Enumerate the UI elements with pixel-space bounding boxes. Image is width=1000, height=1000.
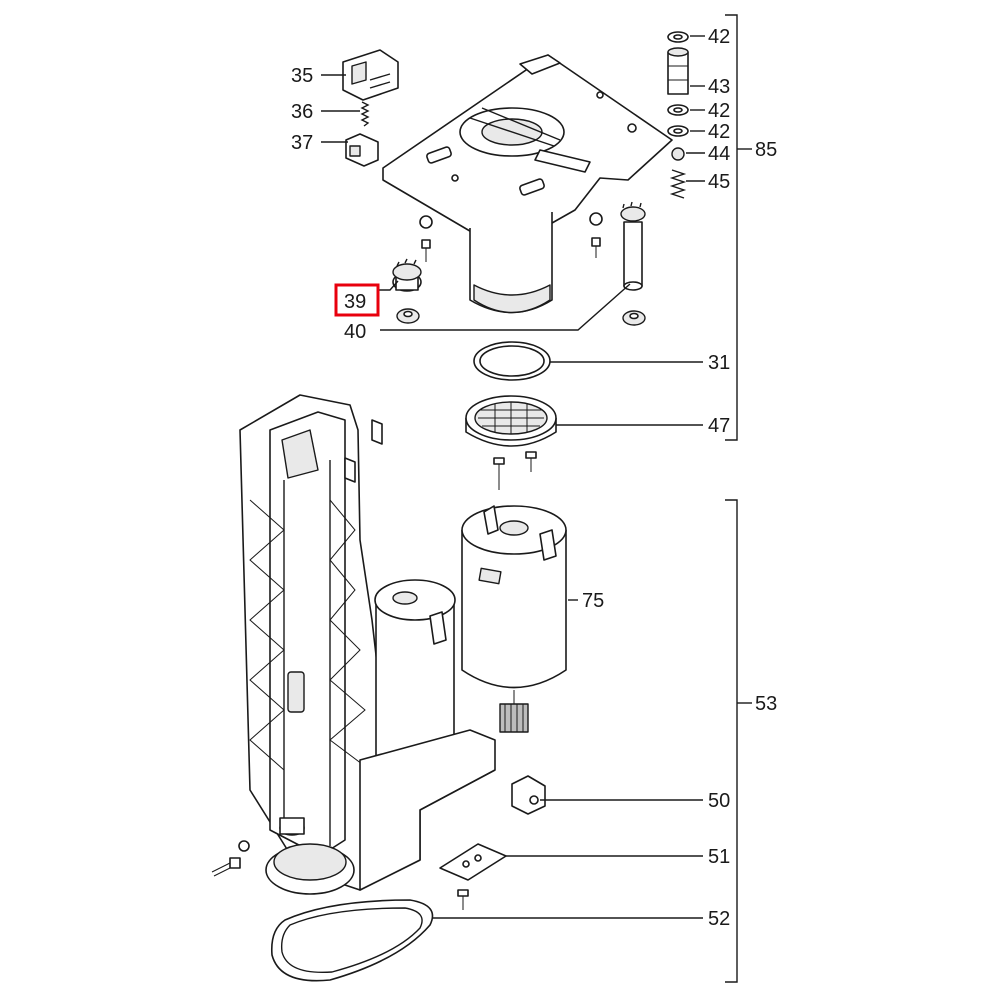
part-31-gasket-ring [473,341,551,381]
rear-motor [374,579,456,771]
part-75-motor [461,505,567,733]
callout-50: 50 [708,790,730,812]
drive-shaft-gear [620,201,646,291]
callout-53: 53 [755,693,777,715]
callout-45: 45 [708,171,730,193]
callout-37: 37 [291,132,313,154]
part-42-washer-low [667,125,689,137]
callout-85: 85 [755,139,777,161]
part-43-valve [667,47,689,95]
bracket-85 [725,14,752,441]
callout-42-top: 42 [708,26,730,48]
callout-52: 52 [708,908,730,930]
part-44-ball [671,147,685,161]
motor-housing-cylinder [469,212,553,314]
callout-47: 47 [708,415,730,437]
callout-36: 36 [291,101,313,123]
part-50-clamp [511,775,546,815]
part-40-nut-left [396,308,420,324]
callout-44: 44 [708,143,730,165]
callout-31: 31 [708,352,730,374]
filter-screws [493,451,537,490]
callout-42-mid: 42 [708,100,730,122]
mounting-plate [382,54,673,245]
callout-labels: 35 36 37 39 40 42 43 42 42 44 45 85 31 4… [291,26,777,930]
side-screw [211,840,250,877]
callout-51: 51 [708,846,730,868]
part-37-clip [345,133,379,167]
callout-35: 35 [291,65,313,87]
callout-42-low: 42 [708,121,730,143]
base-frame [359,729,496,891]
part-45-spring [669,169,687,199]
callout-40: 40 [344,321,366,343]
part-51-plate [439,843,507,910]
screw-right [589,212,603,258]
leader-lines [321,35,705,919]
part-36-spring [360,101,370,127]
drive-pulley [265,817,355,895]
screw-left [419,215,433,262]
part-39-gear [392,258,422,292]
part-35-bracket [342,49,399,101]
part-40-nut-right [622,310,646,326]
part-42-washer-top [667,31,689,43]
callout-39-highlight-box [334,283,380,317]
part-47-filter-screen [465,395,557,447]
bracket-53 [725,499,752,983]
callout-75: 75 [582,590,604,612]
part-52-timing-belt [270,899,434,982]
part-42-washer-mid [667,104,689,116]
callout-43: 43 [708,76,730,98]
callout-39: 39 [344,291,366,313]
